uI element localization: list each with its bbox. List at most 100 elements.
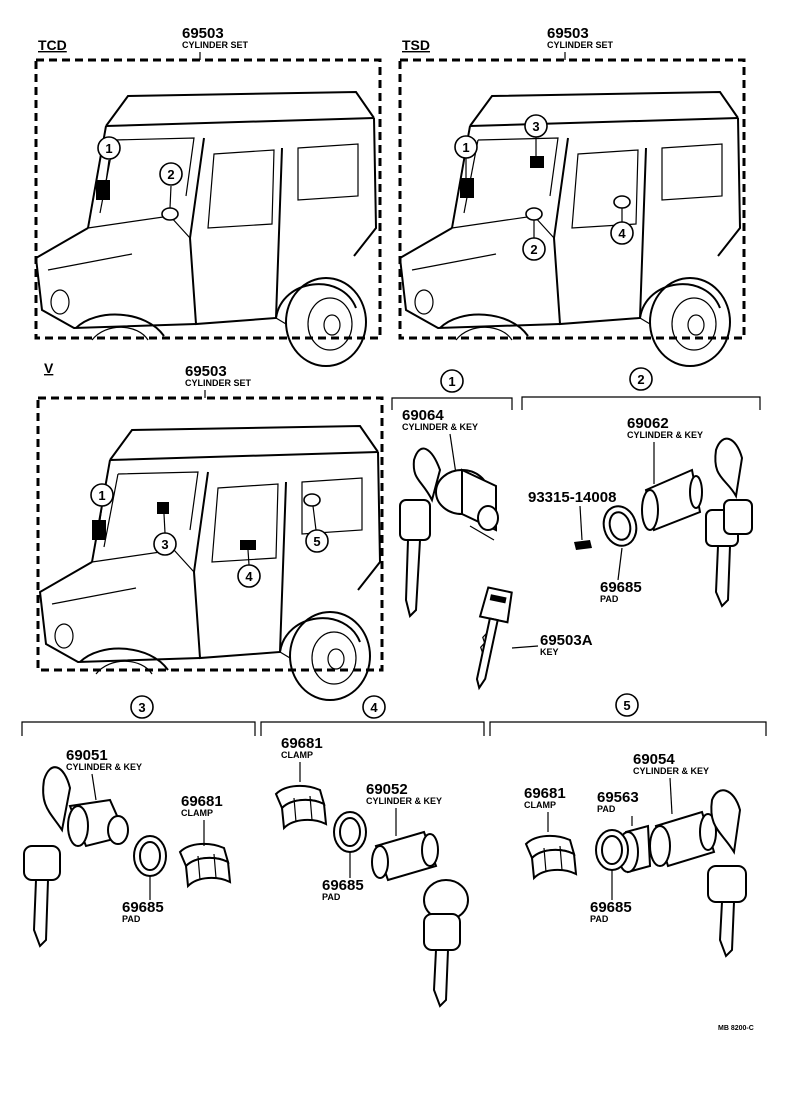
callout-4-tsd: 4	[610, 221, 634, 245]
key-69054	[707, 789, 747, 958]
callout-3-v: 3	[153, 532, 177, 556]
svg-text:3: 3	[138, 700, 145, 715]
svg-text:3: 3	[161, 537, 168, 552]
svg-text:1: 1	[105, 141, 112, 156]
key-69062	[705, 437, 753, 608]
part-desc-69054: CYLINDER & KEY	[633, 766, 709, 776]
callout-1-tsd: 1	[454, 135, 478, 159]
part-desc-cylinder-set-tcd: CYLINDER SET	[182, 40, 249, 50]
part-number-69685-b: 69685	[122, 899, 164, 916]
cylinder-69052	[371, 830, 439, 882]
part-number-69563: 69563	[597, 789, 639, 806]
part-number-69685-c: 69685	[322, 877, 364, 894]
part-number-69064: 69064	[402, 407, 444, 424]
part-number-69503-v: 69503	[185, 363, 227, 380]
callout-3-tsd: 3	[524, 114, 548, 138]
part-desc-69685-d: PAD	[590, 914, 609, 924]
part-number-69503-tsd: 69503	[547, 25, 589, 42]
part-desc-cylinder-set-tsd: CYLINDER SET	[547, 40, 614, 50]
part-number-69503a: 69503A	[540, 632, 593, 649]
detail-header-5: 5	[615, 693, 639, 717]
part-desc-69685-c: PAD	[322, 892, 341, 902]
clamp-69681-detail4	[275, 784, 327, 829]
svg-text:5: 5	[313, 534, 320, 549]
part-desc-69051: CYLINDER & KEY	[66, 762, 142, 772]
callout-1-tcd: 1	[97, 136, 121, 160]
detail-3: 3 69051 CYLINDER & KEY 69685 PAD 69681 C…	[21, 695, 256, 948]
variant-code-tsd: TSD	[402, 37, 430, 53]
part-number-69062: 69062	[627, 415, 669, 432]
variant-code-tcd: TCD	[38, 37, 67, 53]
variant-code-v: V	[44, 360, 54, 376]
part-number-93315-14008: 93315-14008	[528, 489, 616, 506]
panel-v: V 69503 CYLINDER SET 1 3 4 5	[36, 360, 384, 701]
part-desc-69503a: KEY	[540, 647, 559, 657]
part-desc-69563: PAD	[597, 804, 616, 814]
svg-text:1: 1	[98, 488, 105, 503]
detail-2: 2 69062 CYLINDER & KEY 93315-14008 69685…	[521, 367, 761, 608]
part-number-69685-a: 69685	[600, 579, 642, 596]
part-desc-69681-a: CLAMP	[181, 808, 213, 818]
part-desc-69681-b: CLAMP	[281, 750, 313, 760]
part-desc-69052: CYLINDER & KEY	[366, 796, 442, 806]
key-69503a	[464, 586, 515, 692]
clamp-69681-detail3	[179, 842, 231, 887]
screw-93315-14008	[574, 540, 592, 550]
detail-header-4: 4	[362, 695, 386, 719]
svg-text:2: 2	[637, 372, 644, 387]
detail-4: 4 69681 CLAMP 69685 PAD 69052 CYLINDER &…	[260, 695, 485, 1008]
footer-code: MB 8200-C	[718, 1025, 754, 1032]
panel-tcd: TCD 69503 CYLINDER SET 1 2	[34, 25, 382, 367]
part-number-69054: 69054	[633, 751, 675, 768]
svg-text:2: 2	[530, 242, 537, 257]
detail-header-1: 1	[440, 369, 464, 393]
key-69052	[423, 879, 469, 1008]
part-desc-cylinder-set-v: CYLINDER SET	[185, 378, 252, 388]
pad-69685-detail4	[333, 811, 367, 853]
part-number-69503-tcd: 69503	[182, 25, 224, 42]
cylinder-69064	[435, 468, 499, 541]
vehicle-tcd	[35, 91, 377, 367]
part-number-69681-b: 69681	[281, 735, 323, 752]
detail-5: 5 69054 CYLINDER & KEY 69681 CLAMP 69563…	[489, 693, 767, 958]
callout-5-v: 5	[305, 529, 329, 553]
svg-text:4: 4	[618, 226, 626, 241]
svg-text:1: 1	[448, 374, 455, 389]
pad-69685-detail5	[595, 829, 629, 871]
svg-text:5: 5	[623, 698, 630, 713]
part-number-69051: 69051	[66, 747, 108, 764]
part-desc-69062: CYLINDER & KEY	[627, 430, 703, 440]
callout-2-tsd: 2	[522, 237, 546, 261]
frame-tcd	[34, 58, 382, 340]
key-69064	[399, 447, 442, 618]
key-69051	[23, 766, 72, 948]
part-desc-69685-a: PAD	[600, 594, 619, 604]
svg-text:1: 1	[462, 140, 469, 155]
part-desc-69064: CYLINDER & KEY	[402, 422, 478, 432]
vehicle-tsd	[399, 91, 741, 367]
svg-text:4: 4	[370, 700, 378, 715]
panel-tsd: TSD 69503 CYLINDER SET 1 3 2 4	[398, 25, 746, 367]
detail-1: 1 69064 CYLINDER & KEY 69503A KEY	[391, 369, 593, 692]
frame-v	[36, 396, 384, 672]
part-number-69052: 69052	[366, 781, 408, 798]
svg-text:4: 4	[245, 569, 253, 584]
detail-header-3: 3	[130, 695, 154, 719]
clamp-69681-detail5	[525, 834, 577, 879]
part-number-69681-c: 69681	[524, 785, 566, 802]
part-number-69681-a: 69681	[181, 793, 223, 810]
callout-1-v: 1	[90, 483, 114, 507]
cylinder-69062	[641, 468, 703, 532]
vehicle-v	[39, 425, 381, 701]
pad-69685-detail2	[598, 501, 642, 551]
svg-text:2: 2	[167, 167, 174, 182]
part-desc-69681-c: CLAMP	[524, 800, 556, 810]
svg-text:3: 3	[532, 119, 539, 134]
cylinder-69051	[67, 798, 129, 848]
callout-2-tcd: 2	[159, 162, 183, 186]
part-desc-69685-b: PAD	[122, 914, 141, 924]
part-number-69685-d: 69685	[590, 899, 632, 916]
callout-4-v: 4	[237, 564, 261, 588]
